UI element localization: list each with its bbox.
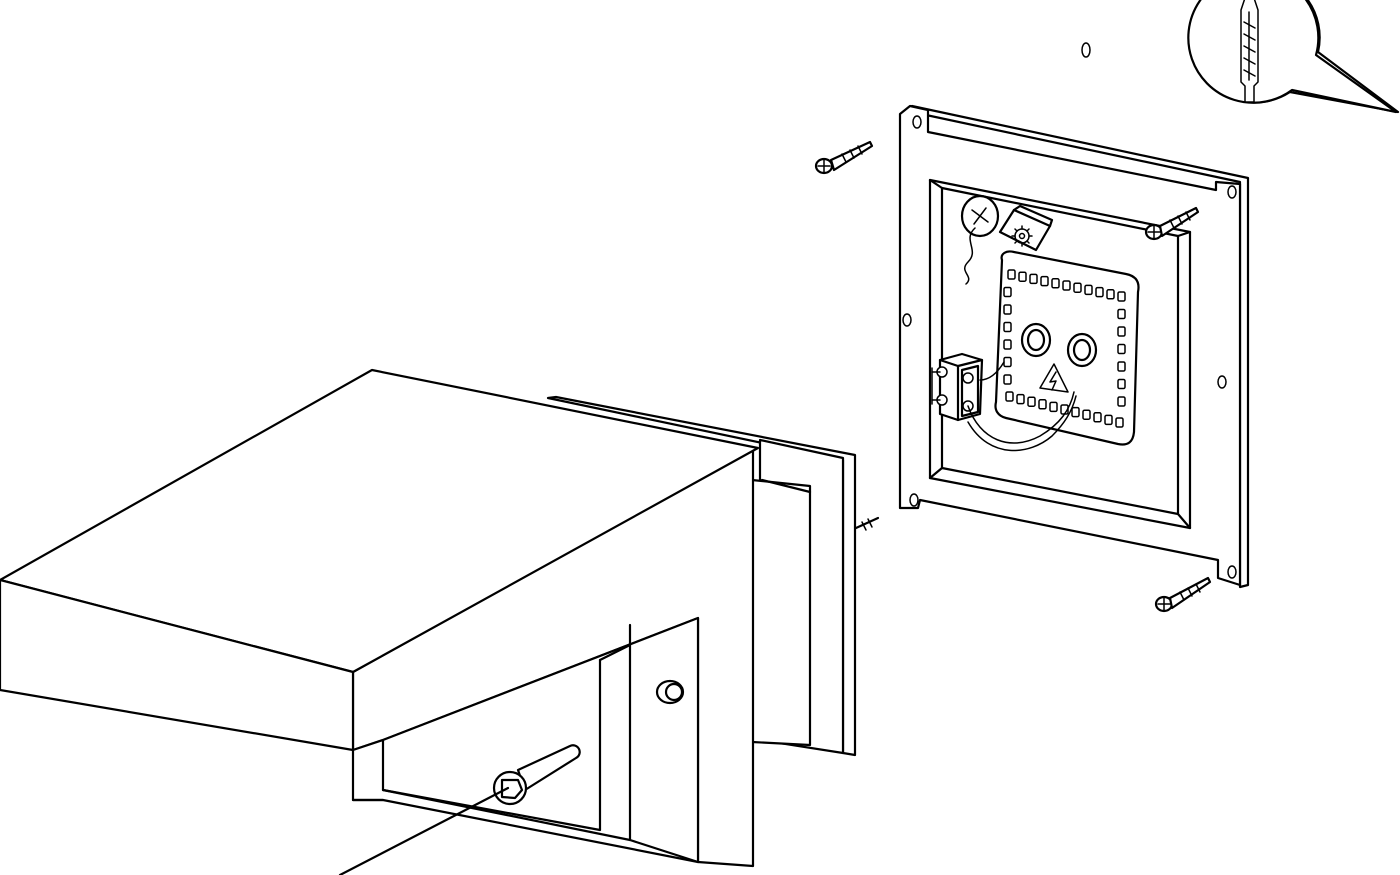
- led-chip: [1095, 286, 1104, 298]
- terminal-block: [931, 352, 984, 422]
- led-chip: [1117, 326, 1126, 337]
- led-chip: [1093, 412, 1102, 423]
- led-chip: [1073, 282, 1082, 293]
- led-chip: [1003, 374, 1012, 385]
- fixing-screw: [854, 516, 880, 531]
- driver-module: [998, 204, 1054, 252]
- led-chip: [1117, 343, 1126, 355]
- wire: [979, 361, 1005, 381]
- hex-bolt: [338, 744, 581, 875]
- wall-mounting-plate: [898, 104, 1250, 589]
- led-chip: [1117, 308, 1126, 320]
- wall-screw: [1154, 576, 1212, 613]
- earth-screw: [960, 194, 1000, 285]
- led-chip: [1062, 280, 1071, 291]
- wall-plug-icon: [1240, 0, 1259, 103]
- led-grid: [1003, 269, 1126, 428]
- led-chip: [1049, 401, 1058, 413]
- led-chip: [1115, 417, 1124, 428]
- wall-lamp-body: [0, 368, 857, 868]
- led-chip: [1003, 356, 1012, 368]
- wall-screw: [814, 140, 874, 175]
- led-chip: [1003, 321, 1012, 333]
- led-chip: [1084, 284, 1093, 296]
- wire: [967, 391, 1075, 444]
- led-chip: [1007, 269, 1016, 280]
- led-chip: [1003, 286, 1012, 298]
- led-chip: [1005, 391, 1014, 402]
- wire: [967, 395, 1077, 452]
- led-chip: [1018, 271, 1027, 282]
- led-chip: [1040, 275, 1049, 287]
- led-chip: [1082, 409, 1091, 420]
- led-chip: [1029, 273, 1038, 285]
- led-chip: [1104, 414, 1113, 426]
- led-chip: [1117, 378, 1126, 390]
- wall-screw: [1144, 206, 1200, 241]
- led-chip: [1071, 406, 1080, 418]
- high-voltage-warning-icon: [1039, 363, 1069, 393]
- led-board: [994, 250, 1140, 446]
- led-chip: [1003, 304, 1012, 315]
- wall-plug-detail-callout: [1081, 0, 1400, 114]
- led-chip: [1117, 396, 1126, 407]
- led-chip: [1106, 289, 1115, 300]
- led-chip: [1003, 339, 1012, 350]
- led-chip: [1117, 291, 1126, 302]
- led-chip: [1038, 399, 1047, 410]
- led-chip: [1117, 361, 1126, 372]
- led-chip: [1051, 278, 1060, 289]
- led-chip: [1027, 396, 1036, 407]
- led-chip: [1016, 393, 1025, 405]
- drill-hole-mark: [1081, 42, 1091, 58]
